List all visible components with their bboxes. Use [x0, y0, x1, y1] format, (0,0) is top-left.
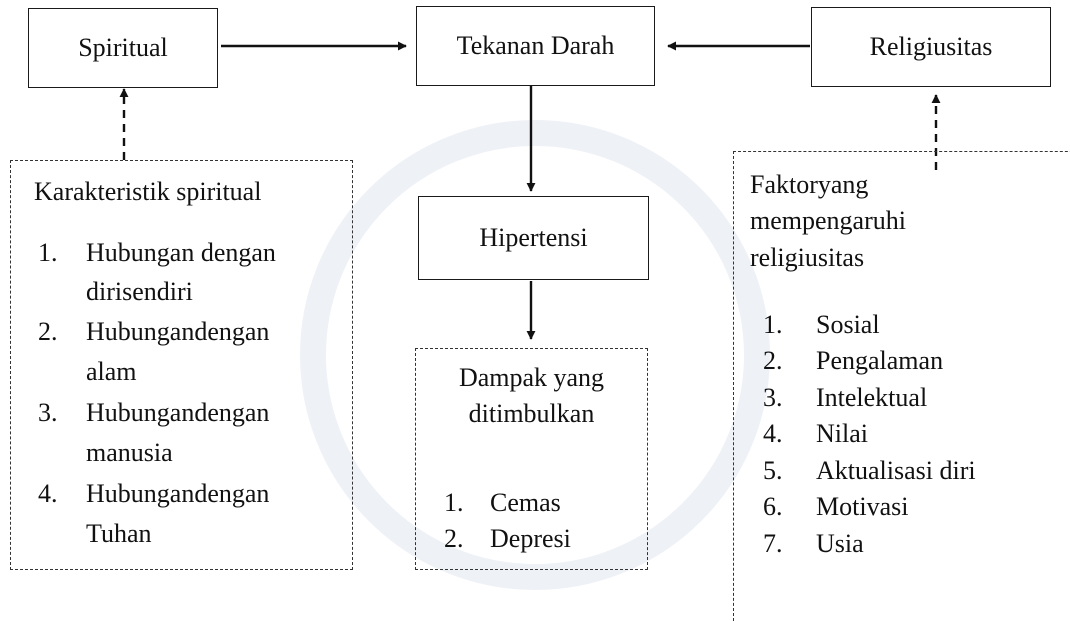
dampak-title-line2: ditimbulkan [468, 399, 595, 428]
connector-layer [119, 41, 941, 340]
faktor-title-line2: mempengaruhi [750, 206, 906, 235]
karakteristik-item-number: 4. [38, 479, 58, 508]
faktor-item-number: 7. [763, 529, 783, 558]
concept-framework-diagram: Spiritual Tekanan Darah Religiusitas Hip… [10, 6, 1070, 621]
faktor-item-label: Sosial [816, 310, 880, 339]
faktor-item-number: 1. [763, 310, 783, 339]
faktor-item-label: Usia [816, 529, 864, 558]
karakteristik-item-label: Hubungandengan [86, 398, 270, 427]
dampak-item-label: Cemas [490, 488, 561, 517]
karakteristik-title: Karakteristik spiritual [34, 177, 262, 206]
node-tekanan-darah: Tekanan Darah [416, 6, 655, 86]
dampak-item-number: 1. [444, 488, 464, 517]
faktor-item-number: 2. [763, 346, 783, 375]
dampak-item-number: 2. [444, 524, 464, 553]
panel-dampak [415, 348, 648, 570]
node-hipertensi: Hipertensi [418, 196, 649, 280]
karakteristik-item-label-cont: alam [86, 357, 137, 386]
node-hipertensi-label: Hipertensi [479, 223, 588, 252]
node-spiritual: Spiritual [28, 8, 218, 88]
node-religiusitas-label: Religiusitas [869, 32, 993, 61]
faktor-item-number: 6. [763, 492, 783, 521]
faktor-title-line3: religiusitas [750, 243, 865, 272]
panel-karakteristik-spiritual [10, 160, 353, 570]
dampak-title-line1: Dampak yang [458, 363, 605, 392]
faktor-item-label: Aktualisasi diri [816, 456, 976, 485]
panel-faktor-religiusitas [733, 151, 1070, 621]
karakteristik-item-label-cont: dirisendiri [86, 277, 193, 306]
faktor-item-number: 3. [763, 383, 783, 412]
faktor-item-label: Motivasi [816, 492, 909, 521]
karakteristik-item-number: 2. [38, 317, 58, 346]
karakteristik-item-label-cont: manusia [86, 438, 173, 467]
node-spiritual-label: Spiritual [78, 33, 168, 62]
faktor-item-label: Intelektual [816, 383, 928, 412]
faktor-item-label: Nilai [816, 419, 868, 448]
faktor-title-line1: Faktoryang [750, 170, 869, 199]
faktor-item-label: Pengalaman [816, 346, 944, 375]
karakteristik-item-number: 3. [38, 398, 58, 427]
faktor-item-number: 4. [763, 419, 783, 448]
node-religiusitas: Religiusitas [811, 7, 1051, 87]
karakteristik-item-label-cont: Tuhan [86, 519, 152, 548]
karakteristik-item-label: Hubungandengan [86, 479, 270, 508]
faktor-item-number: 5. [763, 456, 783, 485]
node-tekanan-darah-label: Tekanan Darah [456, 31, 615, 60]
karakteristik-item-label: Hubungan dengan [86, 238, 276, 267]
dampak-item-label: Depresi [490, 524, 571, 553]
dampak-title: Dampak yang ditimbulkan [415, 362, 648, 430]
karakteristik-item-number: 1. [38, 238, 58, 267]
karakteristik-item-label: Hubungandengan [86, 317, 270, 346]
